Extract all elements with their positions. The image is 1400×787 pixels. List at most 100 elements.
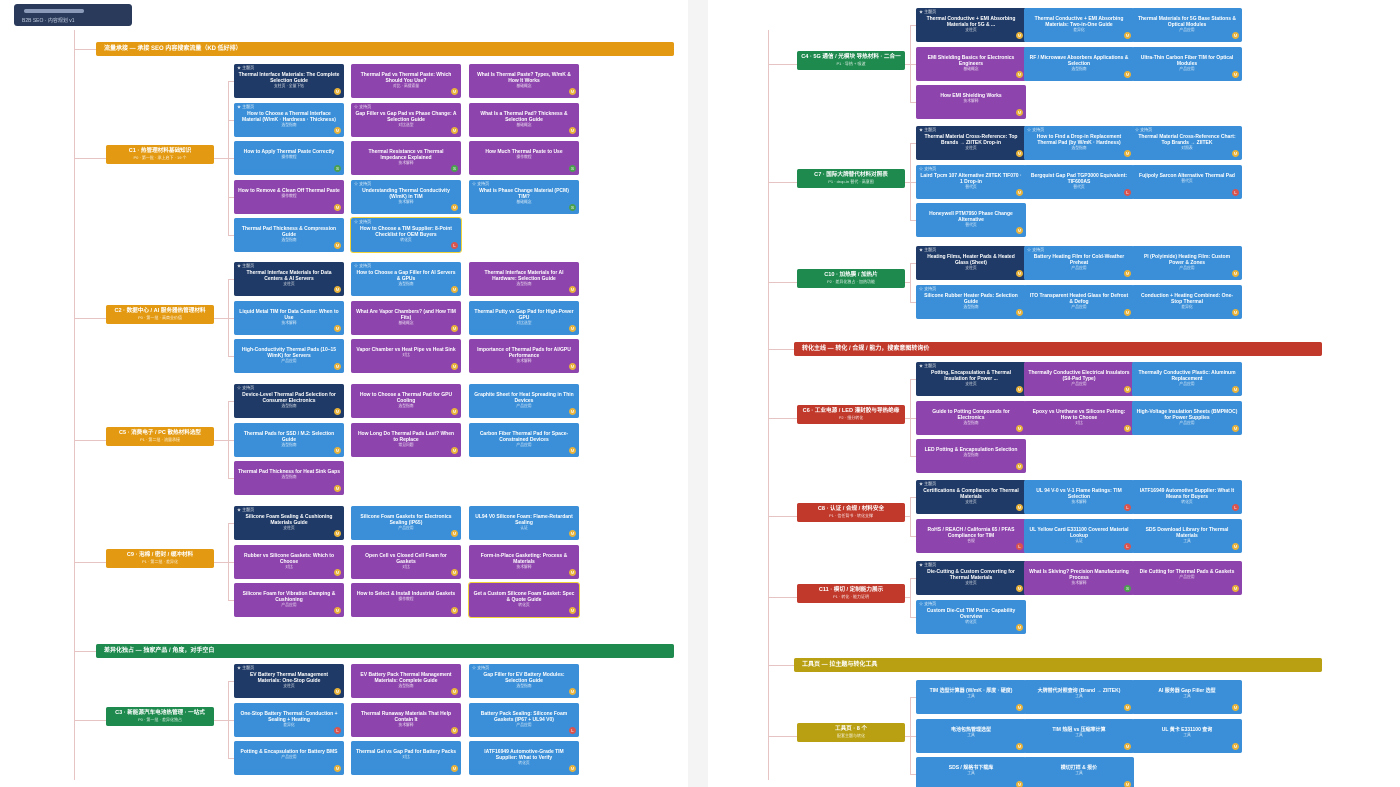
cluster-node[interactable]: 工具页 · 8 个配套主题与转化: [797, 722, 905, 742]
article-card[interactable]: Open Cell vs Closed Cell Foam for Gasket…: [351, 544, 461, 579]
article-card[interactable]: One-Stop Battery Thermal: Conduction + S…: [234, 702, 344, 737]
article-card[interactable]: Rubber vs Silicone Gaskets: Which to Cho…: [234, 544, 344, 579]
article-card[interactable]: Get a Custom Silicone Foam Gasket: Spec …: [468, 582, 580, 618]
article-card[interactable]: How Long Do Thermal Pads Last? When to R…: [351, 422, 461, 457]
article-card[interactable]: Graphite Sheet for Heat Spreading in Thi…: [469, 384, 579, 418]
article-card[interactable]: Thermal Pad Thickness & Compression Guid…: [234, 218, 344, 252]
article-card[interactable]: Thermally Conductive Electrical Insulato…: [1024, 362, 1134, 396]
article-card[interactable]: RoHS / REACH / California 65 / PFAS Comp…: [916, 518, 1026, 553]
article-card[interactable]: Importance of Thermal Pads for AI/GPU Pe…: [469, 339, 579, 373]
article-card[interactable]: Conduction + Heating Combined: One-Stop …: [1132, 284, 1242, 319]
article-card[interactable]: Silicone Foam Gaskets for Electronics Se…: [351, 506, 461, 540]
article-card[interactable]: Thermal Resistance vs Thermal Impedance …: [351, 141, 461, 175]
article-card[interactable]: RF / Microwave Absorbers Applications & …: [1024, 46, 1134, 81]
article-card[interactable]: Guide to Potting Compounds for Electroni…: [916, 400, 1026, 435]
article-card[interactable]: Ultra-Thin Carbon Fiber TIM for Optical …: [1132, 46, 1242, 81]
article-card[interactable]: High-Conductivity Thermal Pads (10–15 W/…: [234, 339, 344, 373]
article-card[interactable]: Honeywell PTM7950 Phase Change Alternati…: [916, 203, 1026, 237]
article-card[interactable]: Carbon Fiber Thermal Pad for Space-Const…: [469, 422, 579, 457]
article-card[interactable]: ITO Transparent Heated Glass for Defrost…: [1024, 284, 1134, 319]
article-card[interactable]: Thermal Conductive + EMI Absorbing Mater…: [1024, 8, 1134, 42]
article-card[interactable]: What Are Vapor Chambers? (and How TIM Fi…: [351, 300, 461, 335]
article-card[interactable]: SDS Download Library for Thermal Materia…: [1132, 518, 1242, 553]
article-card[interactable]: What Is a Thermal Pad? Thickness & Selec…: [469, 102, 579, 137]
article-card[interactable]: How to Select & Install Industrial Gaske…: [351, 583, 461, 617]
article-card[interactable]: Thermal Materials for 5G Base Stations &…: [1132, 8, 1242, 42]
article-card[interactable]: IATF16949 Automotive-Grade TIM Supplier:…: [469, 741, 579, 775]
article-card[interactable]: Bergquist Gap Pad TGP3000 Equivalent: TI…: [1024, 164, 1134, 199]
article-card[interactable]: Thermal Putty vs Gap Pad for High-Power …: [469, 300, 579, 335]
article-card[interactable]: EV Battery Pack Thermal Management Mater…: [351, 664, 461, 698]
article-card[interactable]: What Is Skiving? Precision Manufacturing…: [1024, 561, 1134, 595]
article-card[interactable]: Silicone Foam for Vibration Damping & Cu…: [234, 583, 344, 617]
article-card[interactable]: How to Choose a Thermal Pad for GPU Cool…: [351, 384, 461, 418]
article-card[interactable]: Thermal Interface Materials for AI Hardw…: [469, 262, 579, 296]
article-card[interactable]: Battery Pack Sealing: Silicone Foam Gask…: [469, 702, 579, 737]
article-card[interactable]: UL Yellow Card E331100 Covered Material …: [1024, 518, 1134, 553]
article-card[interactable]: Thermally Conductive Plastic: Aluminum R…: [1132, 362, 1242, 396]
article-card[interactable]: Thermal Pad vs Thermal Paste: Which Shou…: [351, 64, 461, 98]
article-card[interactable]: PI (Polyimide) Heating Film: Custom Powe…: [1132, 246, 1242, 280]
article-card[interactable]: UL 94 V-0 vs V-1 Flame Ratings: TIM Sele…: [1024, 480, 1134, 514]
article-card[interactable]: UL94 V0 Silicone Foam: Flame-Retardant S…: [469, 506, 579, 540]
article-card[interactable]: What Is Thermal Paste? Types, W/mK & How…: [469, 64, 579, 98]
article-card[interactable]: Thermal Gel vs Gap Pad for Battery Packs…: [351, 741, 461, 775]
article-card[interactable]: Epoxy vs Urethane vs Silicone Potting: H…: [1024, 400, 1134, 435]
article-card[interactable]: EMI Shielding Basics for Electronics Eng…: [916, 46, 1026, 81]
article-card[interactable]: IATF16949 Automotive Supplier: What It M…: [1132, 480, 1242, 514]
article-card[interactable]: Thermal Runaway Materials That Help Cont…: [351, 702, 461, 737]
article-card[interactable]: Form-in-Place Gasketing: Process & Mater…: [469, 544, 579, 579]
article-card[interactable]: Thermal Pad Thickness for Heat Sink Gaps…: [234, 461, 344, 495]
